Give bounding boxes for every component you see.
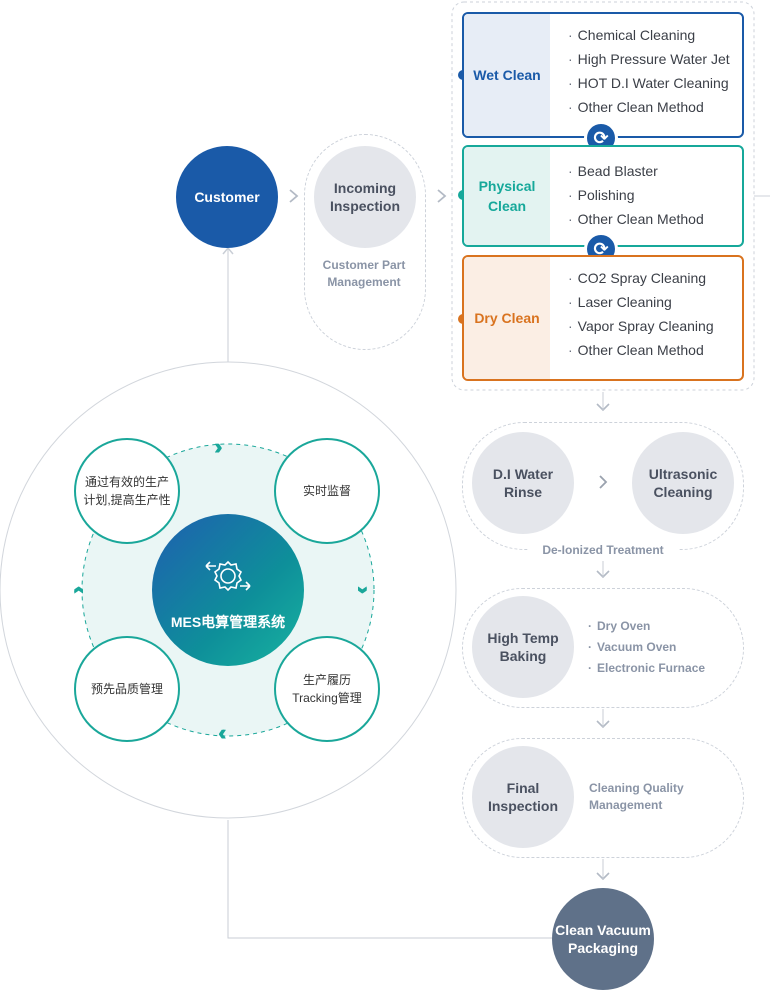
final-inspection-label: Final Inspection	[487, 780, 558, 814]
customer-label: Customer	[194, 189, 260, 205]
chevron-left-icon: ‹‹	[218, 720, 226, 745]
high-temp-baking-label: High Temp Baking	[487, 630, 559, 664]
baking-list: Dry Oven Vacuum Oven Electronic Furnace	[588, 616, 705, 679]
chevron-down-icon: ››	[351, 585, 377, 589]
list-item: HOT D.I Water Cleaning	[568, 71, 730, 95]
list-item: Vacuum Oven	[588, 637, 705, 658]
mes-node-label: 预先品质管理	[90, 682, 163, 696]
mes-node-tracking: 生产履历 Tracking管理	[274, 636, 380, 742]
list-item: Chemical Cleaning	[568, 23, 730, 47]
list-item: High Pressure Water Jet	[568, 47, 730, 71]
chevron-up-icon: ››	[64, 591, 90, 595]
customer-node: Customer	[176, 146, 278, 248]
physical-clean-label: Physical Clean	[464, 147, 550, 245]
chevron-right-icon: ››	[214, 434, 222, 459]
list-item: Other Clean Method	[568, 207, 704, 231]
list-item: Vapor Spray Cleaning	[568, 314, 714, 338]
list-item: Polishing	[568, 183, 704, 207]
mes-node-label: 实时监督	[302, 484, 351, 498]
list-item: Other Clean Method	[568, 95, 730, 119]
mes-node-label: 通过有效的生产计划,提高生产性	[83, 475, 171, 507]
list-item: Bead Blaster	[568, 159, 704, 183]
ultrasonic-cleaning-node: Ultrasonic Cleaning	[632, 432, 734, 534]
list-item: CO2 Spray Cleaning	[568, 266, 714, 290]
final-inspection-group	[462, 738, 744, 858]
wet-clean-card: Wet Clean Chemical Cleaning High Pressur…	[462, 12, 744, 138]
mes-node-realtime-monitoring: 实时监督	[274, 438, 380, 544]
gear-icon	[205, 560, 251, 592]
list-item: Other Clean Method	[568, 338, 714, 362]
clean-vacuum-packaging-label: Clean Vacuum Packaging	[555, 922, 651, 956]
baking-group	[462, 588, 744, 708]
wet-clean-label: Wet Clean	[464, 14, 550, 136]
incoming-inspection-node: Incoming Inspection	[314, 146, 416, 248]
dry-clean-card: Dry Clean CO2 Spray Cleaning Laser Clean…	[462, 255, 744, 381]
clean-vacuum-packaging-node: Clean Vacuum Packaging	[552, 888, 654, 990]
list-item: Electronic Furnace	[588, 658, 705, 679]
deionized-caption: De-Ionized Treatment	[528, 542, 678, 559]
wet-clean-list: Chemical Cleaning High Pressure Water Je…	[550, 14, 730, 136]
incoming-inspection-group	[304, 134, 426, 350]
list-item: Laser Cleaning	[568, 290, 714, 314]
high-temp-baking-node: High Temp Baking	[472, 596, 574, 698]
incoming-inspection-label: Incoming Inspection	[329, 180, 400, 214]
physical-clean-list: Bead Blaster Polishing Other Clean Metho…	[550, 147, 704, 245]
mes-node-quality: 预先品质管理	[74, 636, 180, 742]
physical-clean-card: Physical Clean Bead Blaster Polishing Ot…	[462, 145, 744, 247]
di-water-rinse-node: D.I Water Rinse	[472, 432, 574, 534]
dry-clean-label: Dry Clean	[464, 257, 550, 379]
final-inspection-node: Final Inspection	[472, 746, 574, 848]
dry-clean-list: CO2 Spray Cleaning Laser Cleaning Vapor …	[550, 257, 714, 379]
cleaning-quality-caption: Cleaning Quality Management	[589, 781, 684, 812]
list-item: Dry Oven	[588, 616, 705, 637]
mes-node-label: 生产履历 Tracking管理	[292, 673, 362, 705]
customer-part-management-caption: Customer Part Management	[322, 258, 406, 289]
ultrasonic-cleaning-label: Ultrasonic Cleaning	[648, 466, 718, 500]
di-water-rinse-label: D.I Water Rinse	[492, 466, 554, 500]
mes-node-production-plan: 通过有效的生产计划,提高生产性	[74, 438, 180, 544]
mes-center-label: MES电算管理系统	[170, 614, 286, 630]
